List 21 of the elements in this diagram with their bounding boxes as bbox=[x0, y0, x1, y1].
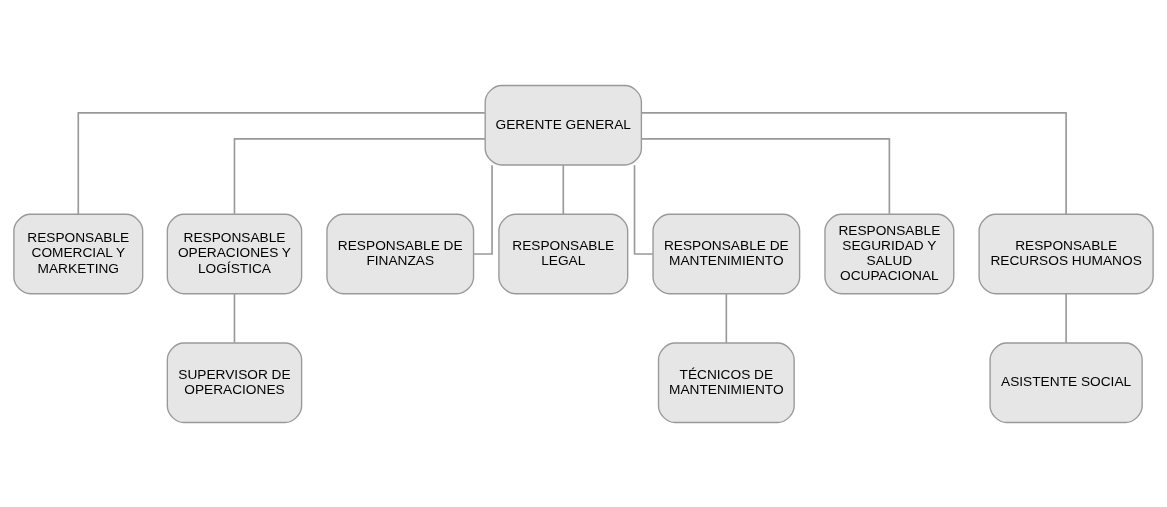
node-box: RESPONSABLE DE MANTENIMIENTO bbox=[652, 213, 801, 294]
node-box: RESPONSABLE LEGAL bbox=[498, 213, 629, 294]
connector bbox=[633, 163, 654, 255]
connector bbox=[473, 163, 493, 255]
connector bbox=[725, 292, 728, 344]
node-box: RESPONSABLE RECURSOS HUMANOS bbox=[978, 213, 1154, 294]
connector bbox=[233, 137, 486, 215]
node-box: SUPERVISOR DE OPERACIONES bbox=[166, 341, 303, 423]
connector bbox=[1065, 292, 1067, 344]
node-box: TÉCNICOS DE MANTENIMIENTO bbox=[657, 341, 795, 423]
node-box: RESPONSABLE SEGURIDAD Y SALUD OCUPACIONAL bbox=[824, 213, 955, 294]
node-box: RESPONSABLE COMERCIAL Y MARKETING bbox=[13, 213, 144, 294]
connector bbox=[77, 111, 486, 215]
connector bbox=[640, 137, 891, 215]
connector bbox=[562, 163, 565, 215]
connector bbox=[641, 111, 1067, 215]
connector bbox=[233, 292, 236, 344]
node-box: RESPONSABLE OPERACIONES Y LOGÍSTICA bbox=[166, 213, 303, 294]
node-box: GERENTE GENERAL bbox=[484, 84, 643, 166]
node-box: RESPONSABLE DE FINANZAS bbox=[326, 213, 475, 294]
node-box: ASISTENTE SOCIAL bbox=[989, 341, 1143, 423]
